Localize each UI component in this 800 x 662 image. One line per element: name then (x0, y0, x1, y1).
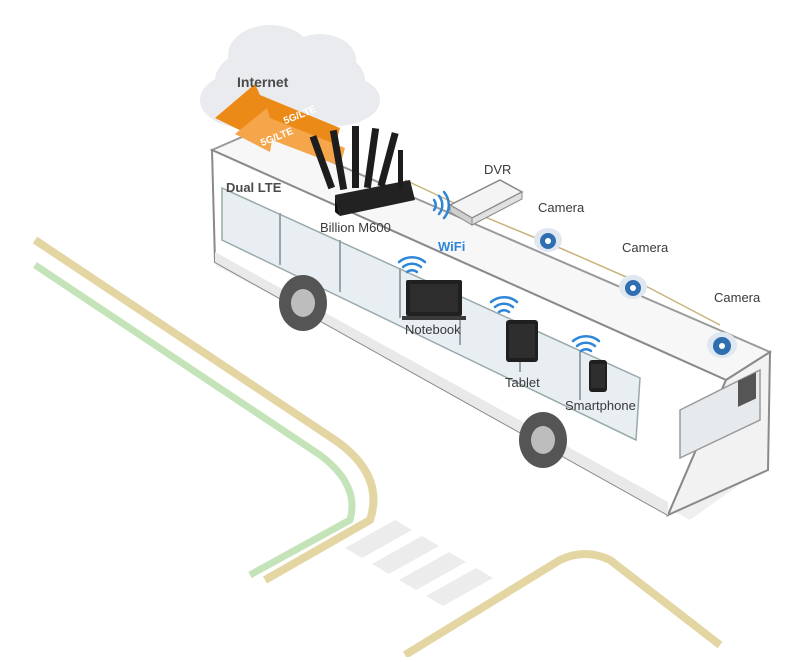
tablet-icon (506, 320, 538, 362)
internet-label: Internet (237, 74, 289, 90)
router-icon (309, 126, 415, 216)
bus-wheels (279, 275, 567, 468)
camera-icon (534, 228, 562, 252)
camera-label-2: Camera (622, 240, 669, 255)
camera-icon (707, 332, 737, 358)
wifi-icon (489, 295, 519, 314)
smartphone-label: Smartphone (565, 398, 636, 413)
tablet-label: Tablet (505, 375, 540, 390)
wifi-icon (571, 334, 601, 353)
notebook-label: Notebook (405, 322, 461, 337)
smartphone-icon (589, 360, 607, 392)
notebook-icon (402, 280, 466, 320)
camera-label-1: Camera (538, 200, 585, 215)
road (32, 236, 723, 659)
camera-icon (619, 275, 647, 299)
wifi-icon (397, 255, 427, 274)
wifi-label: WiFi (438, 239, 466, 254)
dvr-label: DVR (484, 162, 512, 177)
router-label: Billion M600 (320, 220, 391, 235)
dual-lte-label: Dual LTE (226, 180, 282, 195)
camera-label-3: Camera (714, 290, 761, 305)
dvr-icon (448, 179, 524, 226)
wifi-icon (432, 190, 451, 220)
